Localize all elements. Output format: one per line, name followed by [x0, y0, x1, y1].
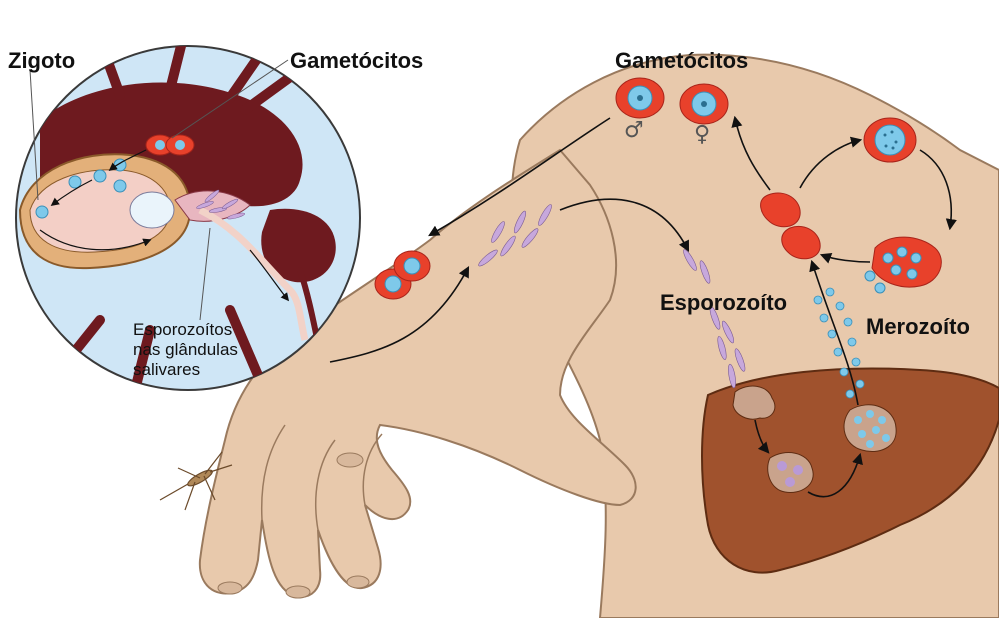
label-gametocitos-mosquito: Gametócitos	[290, 48, 423, 74]
label-zigoto: Zigoto	[8, 48, 75, 74]
male-symbol-icon: ♂	[624, 118, 644, 143]
female-symbol-icon: ♀	[694, 122, 710, 147]
fingernail-2	[286, 586, 310, 598]
label-gametocitos-human: Gametócitos	[615, 48, 748, 74]
fingernail-4	[337, 453, 363, 467]
label-esporozoito: Esporozoíto	[660, 290, 787, 316]
red-cell-ring-stage	[864, 118, 916, 162]
fingernail-3	[347, 576, 369, 588]
gametocyte-female	[680, 84, 728, 124]
liver-schizont-developing	[768, 453, 813, 493]
label-glandulas-line3: salivares	[133, 360, 200, 380]
label-merozoito: Merozoíto	[866, 314, 970, 340]
liver-schizont-mature	[844, 405, 896, 452]
fingernail-1	[218, 582, 242, 594]
oocyst	[130, 192, 174, 228]
gametocyte-male	[616, 78, 664, 118]
label-glandulas-line2: nas glândulas	[133, 340, 238, 360]
label-glandulas-line1: Esporozoítos	[133, 320, 232, 340]
